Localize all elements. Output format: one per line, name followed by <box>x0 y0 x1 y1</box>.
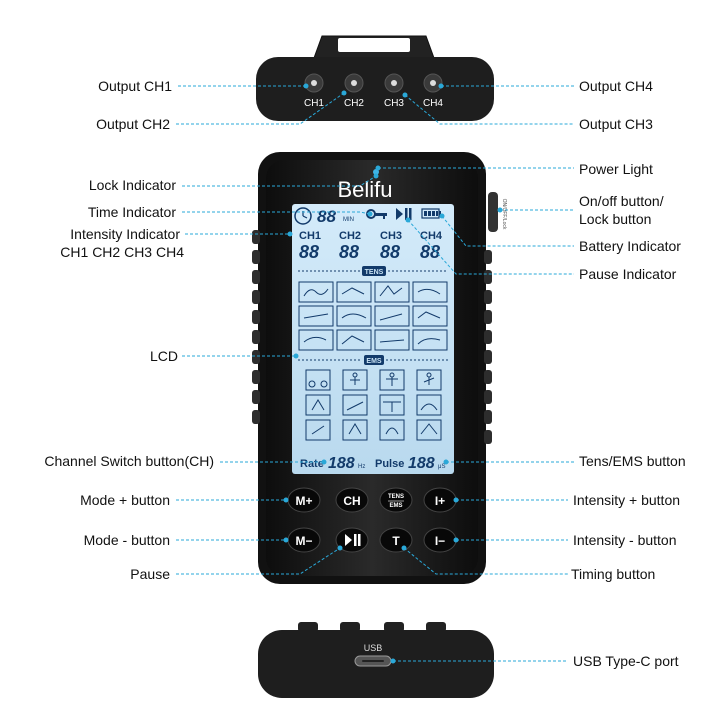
label-pause-indicator: Pause Indicator <box>579 266 677 282</box>
mode-plus-button[interactable]: M+ <box>287 487 321 513</box>
battery-indicator-icon <box>421 208 441 219</box>
label-usb-port: USB Type-C port <box>573 653 679 669</box>
brand-logo: Belifu <box>337 177 392 202</box>
label-time-indicator: Time Indicator <box>87 204 176 220</box>
label-pause: Pause <box>130 566 170 582</box>
device-front: ON/OFF/Lock Belifu 88 MIN <box>252 152 507 584</box>
play-pause-icon <box>345 534 352 546</box>
label-output-ch2: Output CH2 <box>96 116 170 132</box>
mode-minus-button[interactable]: M− <box>287 527 321 553</box>
ems-mode-icons <box>305 369 442 441</box>
lcd-ch1-label: CH1 <box>299 230 321 242</box>
mode-plus-button-label: M+ <box>295 494 312 508</box>
intensity-minus-button[interactable]: I− <box>423 527 457 553</box>
time-unit: MIN <box>343 217 354 223</box>
top-port-labels: CH1 CH2 CH3 CH4 <box>304 98 443 109</box>
label-lock-button: Lock button <box>579 211 652 227</box>
grip-right <box>484 250 492 444</box>
lcd-content: 88 MIN CH1 CH2 C <box>294 207 448 472</box>
clip-slot <box>338 38 410 52</box>
top-body <box>256 57 494 121</box>
top-port-label-ch1: CH1 <box>304 98 324 109</box>
intensity-plus-button-label: I+ <box>435 494 445 508</box>
label-channel-switch: Channel Switch button(CH) <box>44 453 214 469</box>
label-onoff-button: On/off button/ <box>579 193 664 209</box>
rate-label: Rate <box>300 458 324 470</box>
pause-button[interactable] <box>335 527 369 553</box>
label-lock-indicator: Lock Indicator <box>88 177 176 193</box>
tens-ems-button-bottom: EMS <box>389 503 402 509</box>
label-intensity-plus: Intensity + button <box>573 492 681 508</box>
top-view <box>256 35 494 121</box>
pause-indicator-icon <box>396 208 412 220</box>
label-output-ch4: Output CH4 <box>579 78 653 94</box>
timing-button-label: T <box>392 534 400 548</box>
tens-ems-button-top: TENS <box>388 494 404 500</box>
label-battery-indicator: Battery Indicator <box>579 238 681 254</box>
label-lcd: LCD <box>149 348 178 364</box>
power-light <box>373 169 379 175</box>
time-digits: 88 <box>317 207 336 226</box>
leader-dots <box>283 83 503 664</box>
lcd-ch4-label: CH4 <box>420 230 443 242</box>
side-button-text: ON/OFF/Lock <box>501 199 507 230</box>
lcd-ch2-label: CH2 <box>339 230 361 242</box>
rate-unit: Hz <box>358 464 365 470</box>
intensity-plus-button[interactable]: I+ <box>423 487 457 513</box>
leader-lines <box>176 85 574 662</box>
pulse-digits: 188 <box>408 455 435 472</box>
label-tens-ems-button: Tens/EMS button <box>579 453 686 469</box>
ems-tag-text: EMS <box>366 358 382 365</box>
label-intensity-minus: Intensity - button <box>573 532 677 548</box>
label-timing-button: Timing button <box>571 566 656 582</box>
lcd-ch4-digits: 88 <box>420 242 440 262</box>
label-output-ch1: Output CH1 <box>98 78 172 94</box>
ch-button-label: CH <box>343 494 360 508</box>
label-power-light: Power Light <box>579 161 653 177</box>
label-output-ch3: Output CH3 <box>579 116 653 132</box>
clock-icon <box>294 207 312 225</box>
label-intensity-channels: CH1 CH2 CH3 CH4 <box>60 244 184 260</box>
rate-digits: 188 <box>328 455 355 472</box>
lcd-ch3-label: CH3 <box>380 230 402 242</box>
label-intensity-indicator: Intensity Indicator <box>70 226 180 242</box>
lcd-ch2-digits: 88 <box>339 242 359 262</box>
top-port-label-ch4: CH4 <box>423 98 443 109</box>
lcd-ch3-digits: 88 <box>380 242 400 262</box>
tens-mode-icons <box>298 281 448 351</box>
ch-button[interactable]: CH <box>335 487 369 513</box>
onoff-side-button[interactable] <box>488 192 498 232</box>
ems-tag <box>364 355 384 365</box>
label-mode-plus: Mode + button <box>80 492 170 508</box>
lock-indicator-icon <box>366 209 387 219</box>
pulse-label: Pulse <box>375 458 404 470</box>
pulse-unit: μS <box>438 464 445 470</box>
timing-button[interactable]: T <box>379 527 413 553</box>
tens-ems-button[interactable]: TENS EMS <box>379 487 413 513</box>
intensity-minus-button-label: I− <box>435 534 445 548</box>
tens-tag-text: TENS <box>365 269 384 276</box>
top-ports <box>304 73 443 93</box>
lcd-ch1-digits: 88 <box>299 242 319 262</box>
label-mode-minus: Mode - button <box>83 532 170 548</box>
top-port-label-ch3: CH3 <box>384 98 404 109</box>
bottom-view: USB <box>258 622 494 698</box>
mode-minus-button-label: M− <box>295 534 312 548</box>
grip-left <box>252 230 260 424</box>
top-port-label-ch2: CH2 <box>344 98 364 109</box>
usb-text: USB <box>364 643 383 653</box>
tens-tag <box>362 266 386 276</box>
